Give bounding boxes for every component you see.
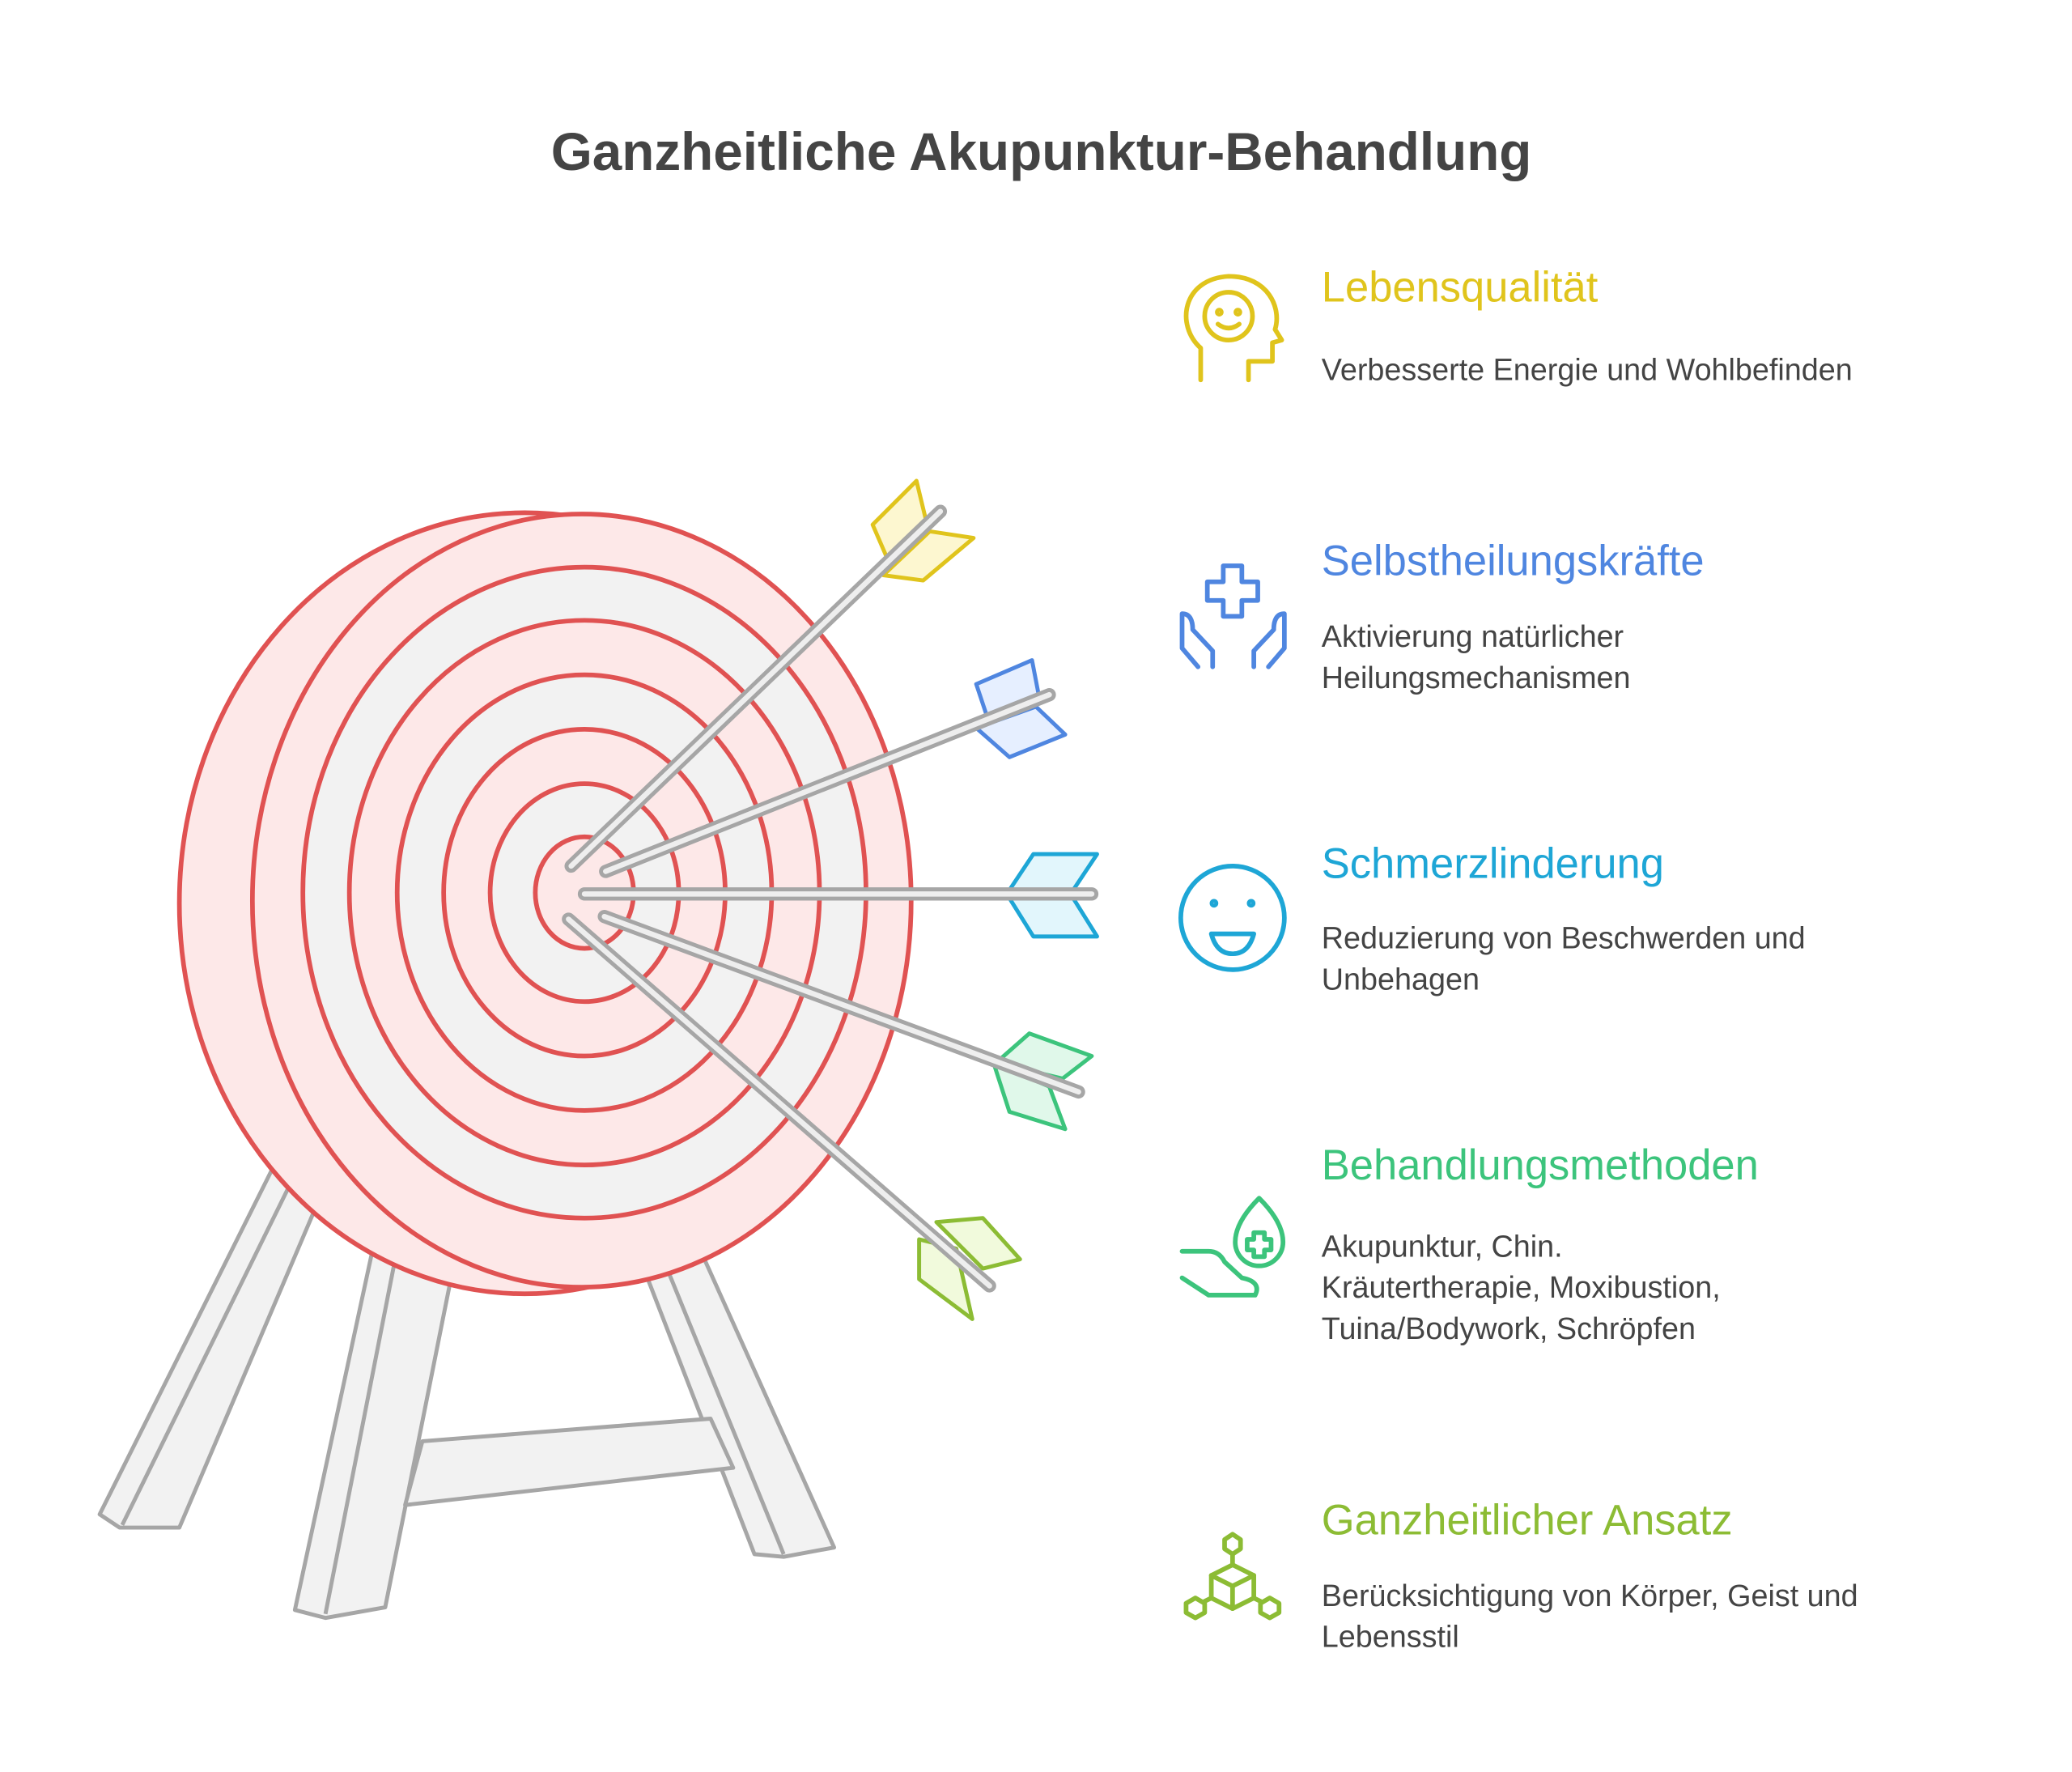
item-behandlungsmethoden: Behandlungsmethoden Akupunktur, Chin. Kr… [1179,1141,1759,1345]
item-description-line: Kräutertherapie, Moxibustion, [1322,1270,1721,1304]
happy-face-icon [1178,864,1287,972]
archery-target [176,510,914,1297]
item-description: Verbesserte Energie und Wohlbefinden [1322,352,1853,386]
hand-medicine-drop-icon [1179,1196,1286,1298]
item-description-line: Berücksichtigung von Körper, Geist und [1322,1579,1858,1613]
arrow-lime [562,912,1022,1321]
target-stand [97,1140,837,1621]
arrow-blue [599,658,1068,878]
item-lebensqualitaet: Lebensqualität Verbesserte Energie und W… [1183,263,1853,386]
item-description-line: Tuina/Bodywork, Schröpfen [1322,1311,1696,1345]
connected-cube-icon [1183,1532,1282,1621]
item-description-line: Heilungsmechanismen [1322,661,1631,695]
item-schmerzlinderung: Schmerzlinderung Reduzierung von Beschwe… [1178,840,1806,996]
item-selbstheilungskraefte: Selbstheilungskräfte Aktivierung natürli… [1179,538,1705,695]
item-heading: Ganzheitlicher Ansatz [1322,1496,1733,1544]
item-description-line: Unbehagen [1322,962,1480,996]
arrow-yellow [564,478,976,873]
smiling-head-icon [1183,274,1284,383]
item-heading: Behandlungsmethoden [1322,1141,1759,1189]
item-description-line: Akupunktur, Chin. [1322,1229,1563,1263]
page-title: Ganzheitliche Akupunktur-Behandlung [551,122,1532,181]
item-description-line: Lebensstil [1322,1620,1459,1654]
item-heading: Selbstheilungskräfte [1322,538,1705,585]
item-ganzheitlicher-ansatz: Ganzheitlicher Ansatz Berücksichtigung v… [1183,1496,1858,1654]
arrow-cyan [577,852,1099,939]
arrow-green [597,910,1094,1132]
item-heading: Lebensqualität [1322,263,1599,311]
item-heading: Schmerzlinderung [1322,840,1664,888]
item-description-line: Aktivierung natürlicher [1322,619,1624,653]
item-description-line: Reduzierung von Beschwerden und [1322,921,1806,955]
healing-hands-icon [1179,563,1287,669]
